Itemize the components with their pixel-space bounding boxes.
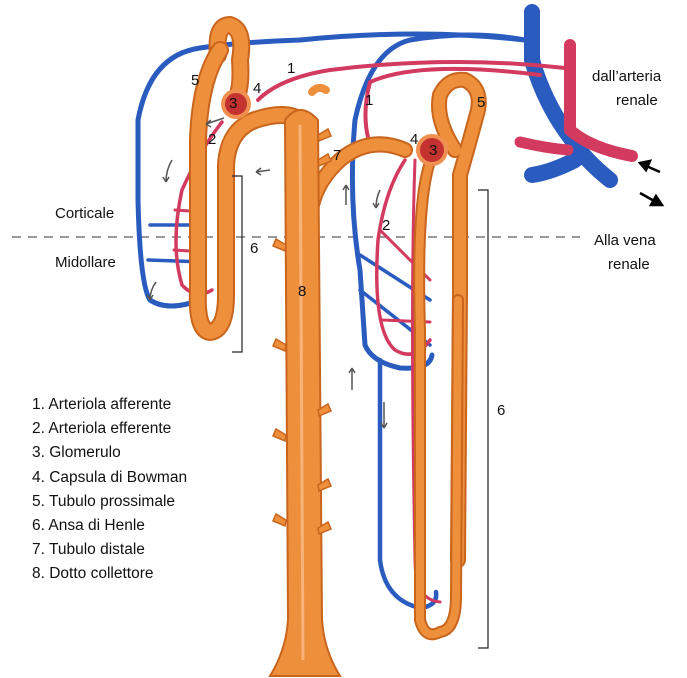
legend-item: 6. Ansa di Henle bbox=[32, 514, 187, 538]
marker-1-left: 1 bbox=[287, 60, 295, 77]
legend-item: 2. Arteriola efferente bbox=[32, 417, 187, 441]
marker-6-left: 6 bbox=[250, 240, 258, 257]
henle-bracket-right bbox=[478, 190, 488, 648]
artery-vein-direction-arrows bbox=[640, 161, 662, 205]
marker-1-right: 1 bbox=[365, 92, 373, 109]
marker-4-left: 4 bbox=[253, 80, 261, 97]
marker-3-right: 3 bbox=[429, 142, 437, 159]
marker-8-duct: 8 bbox=[298, 283, 306, 300]
from-artery-line2: renale bbox=[616, 92, 658, 109]
legend: 1. Arteriola afferente 2. Arteriola effe… bbox=[32, 393, 187, 587]
marker-2-left: 2 bbox=[208, 131, 216, 148]
cortex-label: Corticale bbox=[55, 205, 114, 222]
to-vein-line1: Alla vena bbox=[594, 232, 656, 249]
marker-7-right: 7 bbox=[333, 147, 341, 164]
medulla-label: Midollare bbox=[55, 254, 116, 271]
marker-5-left: 5 bbox=[191, 72, 199, 89]
marker-3-left: 3 bbox=[229, 95, 237, 112]
marker-6-right: 6 bbox=[497, 402, 505, 419]
marker-5-right: 5 bbox=[477, 94, 485, 111]
marker-4-right: 4 bbox=[410, 131, 418, 148]
to-vein-line2: renale bbox=[608, 256, 650, 273]
legend-item: 5. Tubulo prossimale bbox=[32, 490, 187, 514]
legend-item: 8. Dotto collettore bbox=[32, 562, 187, 586]
from-artery-line1: dall’arteria bbox=[592, 68, 661, 85]
legend-item: 7. Tubulo distale bbox=[32, 538, 187, 562]
legend-item: 4. Capsula di Bowman bbox=[32, 466, 187, 490]
legend-item: 1. Arteriola afferente bbox=[32, 393, 187, 417]
marker-2-right: 2 bbox=[382, 217, 390, 234]
legend-item: 3. Glomerulo bbox=[32, 441, 187, 465]
collecting-duct bbox=[270, 110, 340, 676]
tubule-stub bbox=[312, 88, 326, 92]
